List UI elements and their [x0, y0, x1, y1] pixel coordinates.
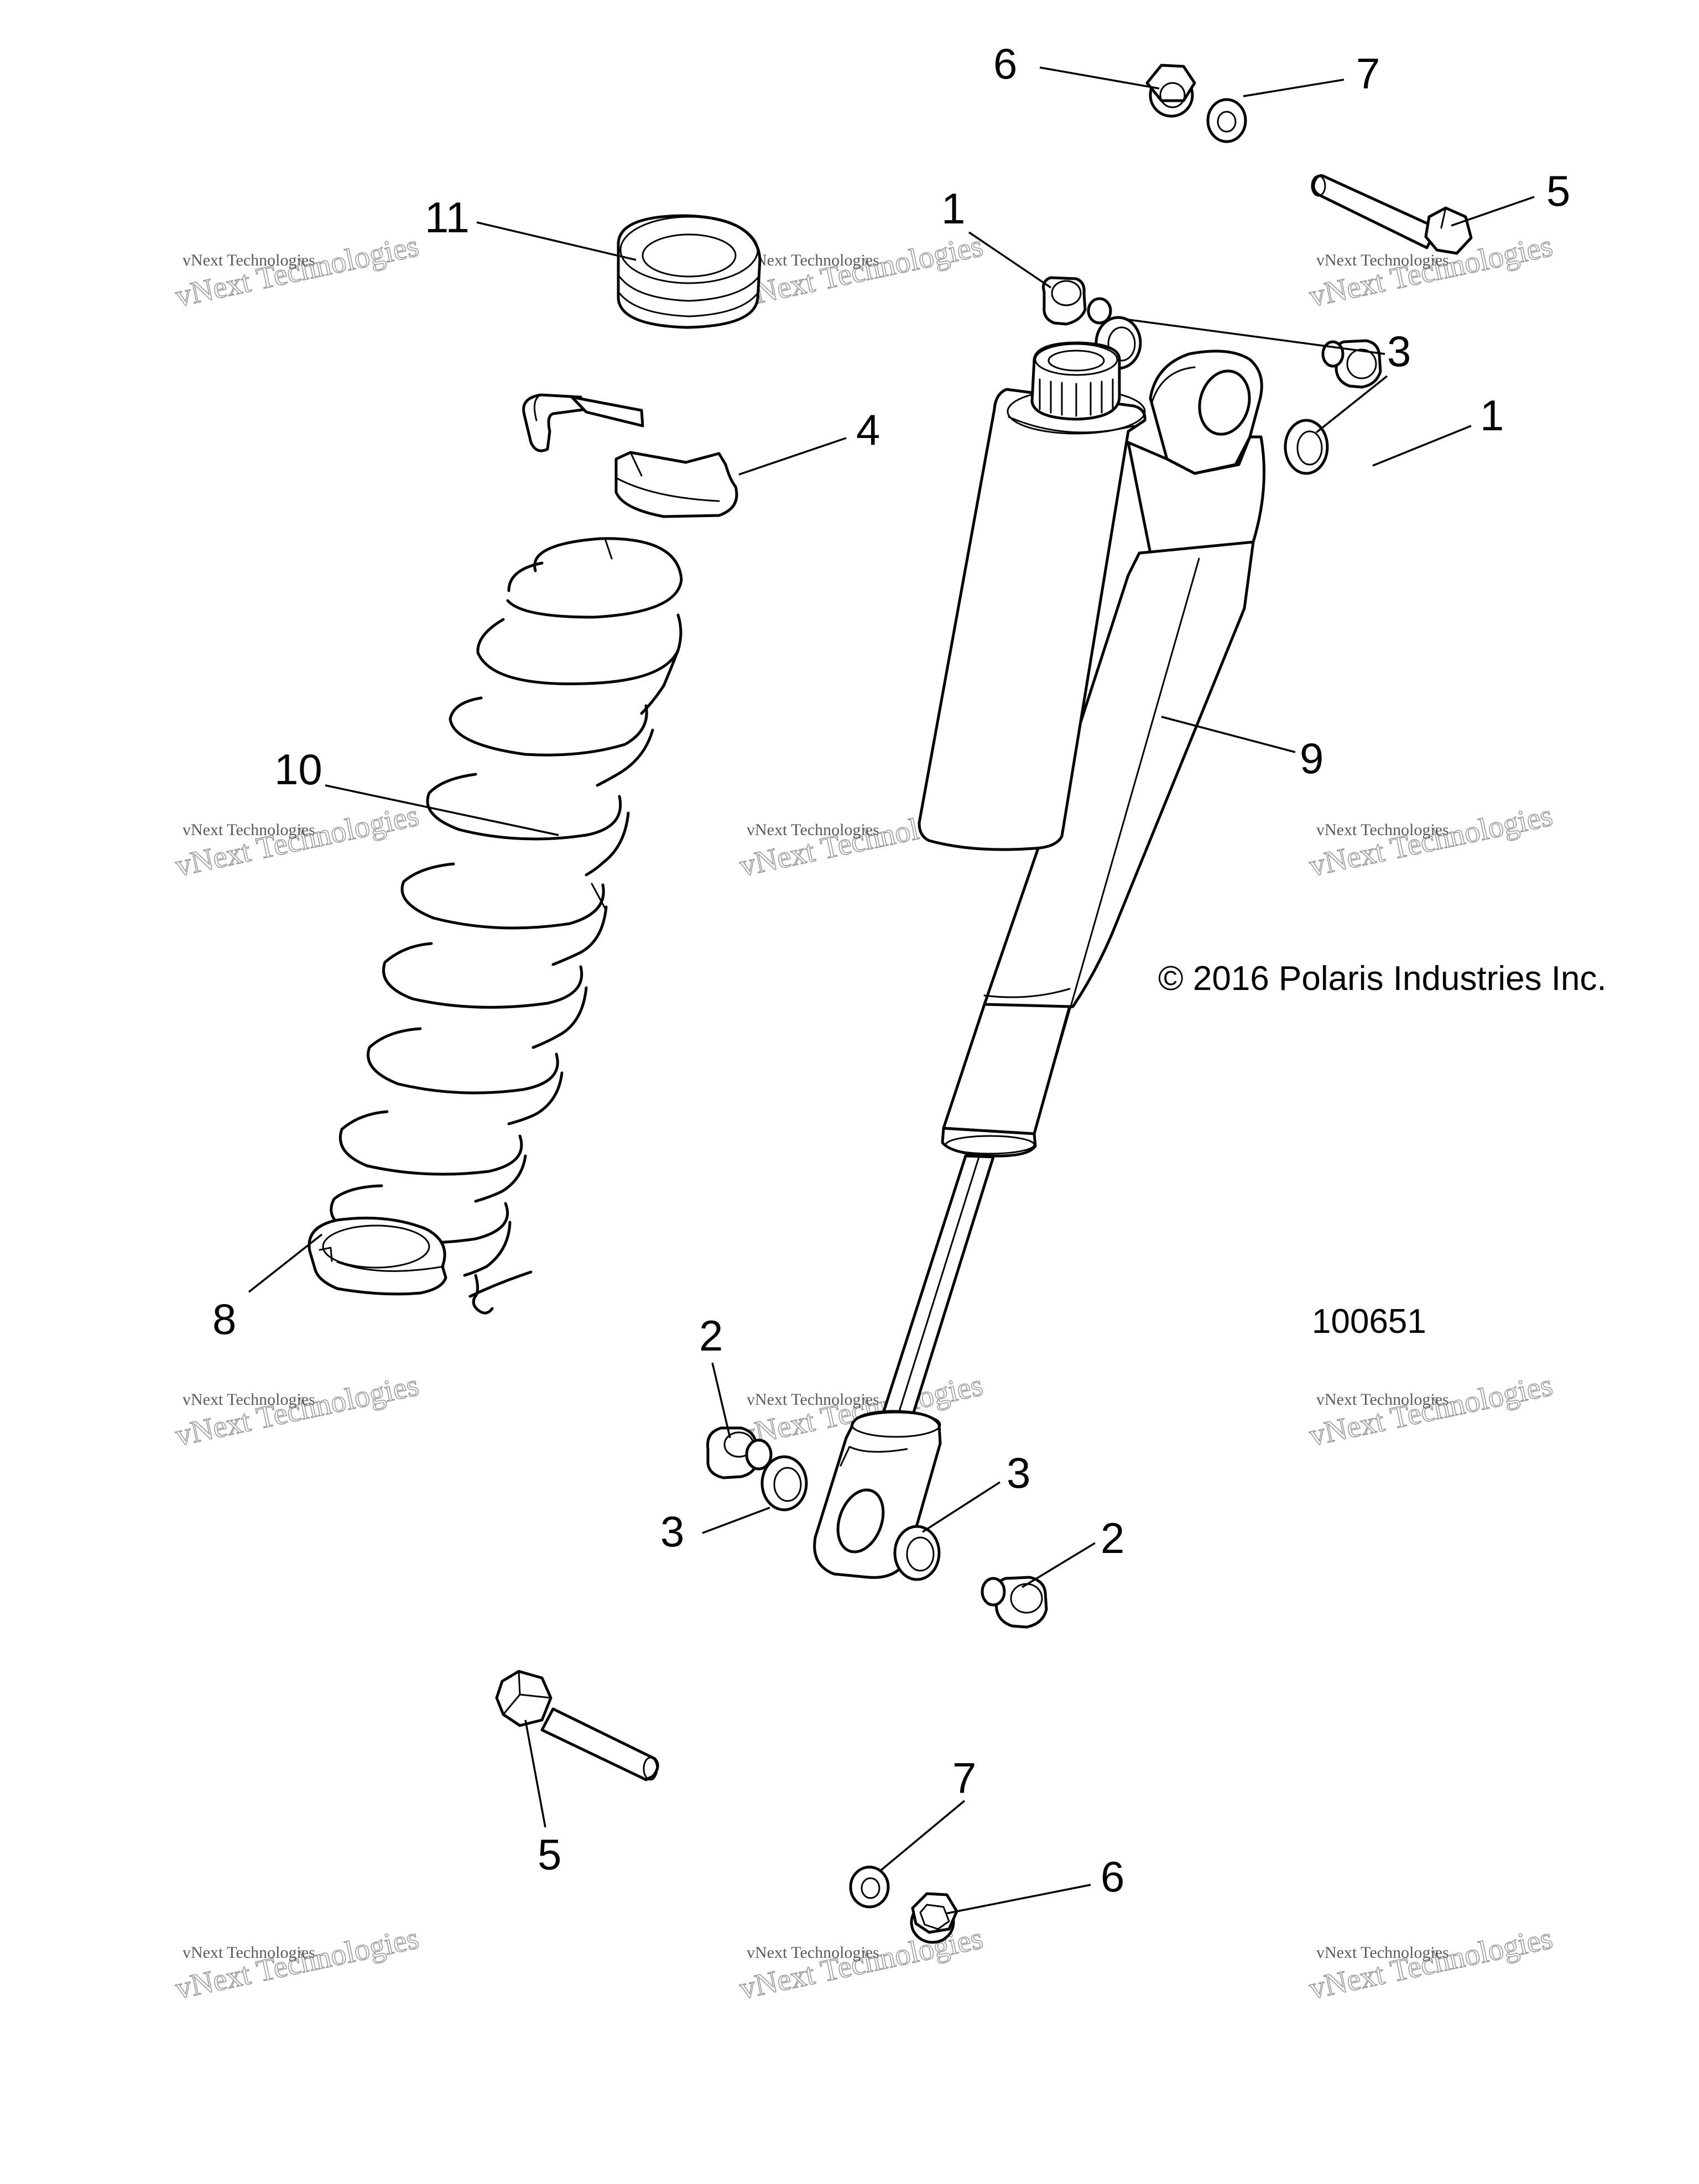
spacer-washer-bottom-right: [893, 1525, 941, 1581]
callout-1: 1: [941, 184, 965, 233]
watermark-text: vNext Technologies: [183, 821, 315, 839]
watermark-text: vNext Technologies: [183, 1943, 315, 1962]
callout-8: 8: [212, 1295, 236, 1343]
leader-line: [1243, 79, 1344, 97]
watermark-text: vNext Technologies: [1316, 821, 1449, 839]
watermark-text: vNext Technologies: [1306, 1921, 1556, 2006]
leader-line: [1022, 1542, 1096, 1588]
watermark: vNext Technologies vNext Technologies: [1306, 798, 1556, 884]
callout-2: 2: [1101, 1514, 1124, 1562]
leader-line: [1128, 319, 1385, 355]
watermark: vNext Technologies vNext Technologies: [736, 228, 986, 314]
leader-line: [1161, 716, 1296, 753]
callout-2: 2: [699, 1311, 723, 1360]
callout-10: 10: [274, 745, 322, 794]
watermarks: vNext Technologies vNext Technologies vN…: [172, 228, 1556, 2006]
watermark-text: vNext Technologies: [1306, 798, 1556, 883]
callouts: 6 7 11 1 5 3 1 4 9 10 8 2 3 3 2 5 7 6: [212, 39, 1570, 1901]
leader-line: [1315, 375, 1388, 434]
callout-1: 1: [1480, 391, 1504, 440]
callout-9: 9: [1300, 734, 1323, 783]
callout-6: 6: [993, 39, 1017, 88]
watermark-text: vNext Technologies: [747, 821, 879, 839]
callout-4: 4: [856, 405, 880, 454]
watermark: vNext Technologies vNext Technologies: [1306, 1921, 1556, 2006]
bolt-bottom: [495, 1670, 659, 1781]
leader-line: [878, 1800, 966, 1873]
watermark-text: vNext Technologies: [173, 1921, 422, 2006]
watermark-text: vNext Technologies: [747, 1390, 879, 1409]
drawing-number: 100651: [1312, 1302, 1426, 1341]
callout-3: 3: [660, 1507, 684, 1556]
watermark-text: vNext Technologies: [1316, 251, 1449, 269]
leader-line: [325, 784, 559, 836]
spacer-washer-bottom-left: [760, 1455, 808, 1511]
bushing-top-left: [1042, 276, 1112, 326]
flange-nut-top: [1145, 64, 1196, 118]
washer-bottom: [849, 1865, 890, 1909]
bushing-bottom-left: [706, 1426, 773, 1479]
leader-line: [248, 1233, 323, 1293]
washer-top: [1206, 98, 1247, 143]
watermark: vNext Technologies vNext Technologies: [172, 798, 422, 884]
leader-line: [711, 1362, 731, 1438]
leader-line: [922, 1481, 1000, 1533]
spacer-washer-top-right: [1284, 419, 1329, 475]
flange-nut-bottom: [910, 1892, 958, 1944]
watermark: vNext Technologies vNext Technologies: [172, 1368, 422, 1453]
callout-5: 5: [1546, 166, 1570, 215]
coil-spring: [330, 537, 683, 1315]
watermark-text: vNext Technologies: [737, 228, 986, 314]
leader-line: [476, 221, 637, 261]
leader-line: [1451, 196, 1535, 227]
watermark: vNext Technologies vNext Technologies: [1306, 1368, 1556, 1453]
watermark: vNext Technologies vNext Technologies: [172, 228, 422, 314]
leader-line: [945, 1884, 1091, 1915]
callout-11: 11: [425, 193, 470, 242]
watermark-text: vNext Technologies: [747, 251, 879, 269]
watermark-text: vNext Technologies: [183, 1390, 315, 1409]
watermark-text: vNext Technologies: [183, 251, 315, 269]
bump-stop: [617, 214, 762, 329]
callout-7: 7: [952, 1754, 976, 1802]
leader-line: [968, 231, 1051, 289]
watermark-text: vNext Technologies: [173, 798, 422, 883]
callout-3: 3: [1387, 327, 1411, 376]
leader-line: [524, 1719, 546, 1828]
watermark-text: vNext Technologies: [1306, 1368, 1556, 1453]
copyright-notice: © 2016 Polaris Industries Inc.: [1158, 960, 1607, 998]
leader-line: [702, 1507, 770, 1534]
watermark: vNext Technologies vNext Technologies: [172, 1921, 422, 2006]
shock-absorber: [813, 341, 1266, 1579]
leader-lines: [248, 66, 1535, 1915]
leader-line: [738, 437, 847, 476]
spring-retainer: [522, 393, 738, 518]
watermark-text: vNext Technologies: [1316, 1390, 1449, 1409]
watermark-text: vNext Technologies: [173, 228, 422, 314]
callout-7: 7: [1356, 49, 1380, 98]
leader-line: [1372, 425, 1472, 467]
callout-5: 5: [538, 1830, 561, 1879]
leader-line: [1039, 66, 1160, 90]
callout-6: 6: [1101, 1852, 1124, 1901]
watermark-text: vNext Technologies: [173, 1368, 422, 1453]
watermark-text: vNext Technologies: [1316, 1943, 1449, 1962]
bushing-bottom-right: [981, 1576, 1048, 1629]
watermark-text: vNext Technologies: [747, 1943, 879, 1962]
lower-spring-seat: [308, 1216, 447, 1296]
callout-3: 3: [1007, 1448, 1030, 1497]
bolt-top: [1311, 174, 1473, 255]
